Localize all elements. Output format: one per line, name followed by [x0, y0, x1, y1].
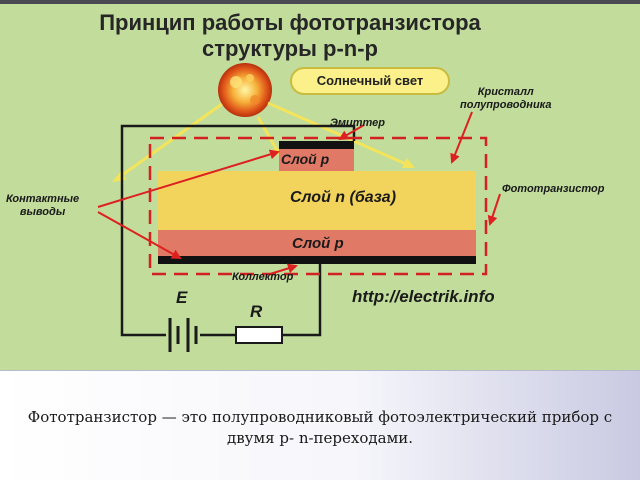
emitter-label: Эмиттер: [330, 117, 386, 129]
layer-p-bottom-label: Слой p: [292, 235, 344, 252]
battery-label: E: [176, 288, 188, 307]
resistor-label: R: [250, 302, 263, 321]
contacts-label-line-1: Контактные: [6, 193, 80, 205]
battery-symbol: [168, 318, 198, 352]
diagram-title: Принцип работы фототранзистора структуры…: [0, 10, 580, 62]
phototransistor-diagram: [0, 4, 640, 370]
pointer-arrows: [97, 111, 501, 275]
emitter-contact: [279, 141, 354, 149]
phototransistor-label: Фототранзистор: [502, 183, 605, 195]
crystal-label-line-1: Кристалл: [477, 86, 534, 98]
top-strip: [0, 0, 640, 4]
sunlight-label: Солнечный свет: [290, 67, 450, 95]
layer-p-top-label: Слой p: [281, 151, 330, 167]
layer-p-top: [279, 149, 354, 171]
phototransistor-frame: [148, 136, 488, 276]
layer-p-bottom: [158, 230, 476, 256]
website-label: http://electrik.info: [352, 287, 495, 306]
collector-contact: [158, 256, 476, 264]
title-line-1: Принцип работы фототранзистора: [99, 10, 481, 35]
caption-text: Фототранзистор — это полупроводниковый ф…: [27, 408, 613, 447]
crystal-label-line-2: полупроводника: [460, 99, 552, 111]
contacts-label: Контактные выводы: [6, 193, 79, 219]
caption-panel: Фототранзистор — это полупроводниковый ф…: [0, 370, 640, 480]
collector-label: Коллектор: [232, 271, 294, 283]
sun-icon: [218, 63, 272, 117]
layer-n-base-label: Слой n (база): [290, 189, 397, 206]
crystal-label: Кристалл полупроводника: [460, 86, 552, 112]
contacts-label-line-2: выводы: [19, 206, 66, 218]
layer-n-base: [158, 171, 476, 230]
title-line-2: структуры p-n-p: [202, 36, 378, 61]
resistor-symbol: [235, 326, 283, 344]
